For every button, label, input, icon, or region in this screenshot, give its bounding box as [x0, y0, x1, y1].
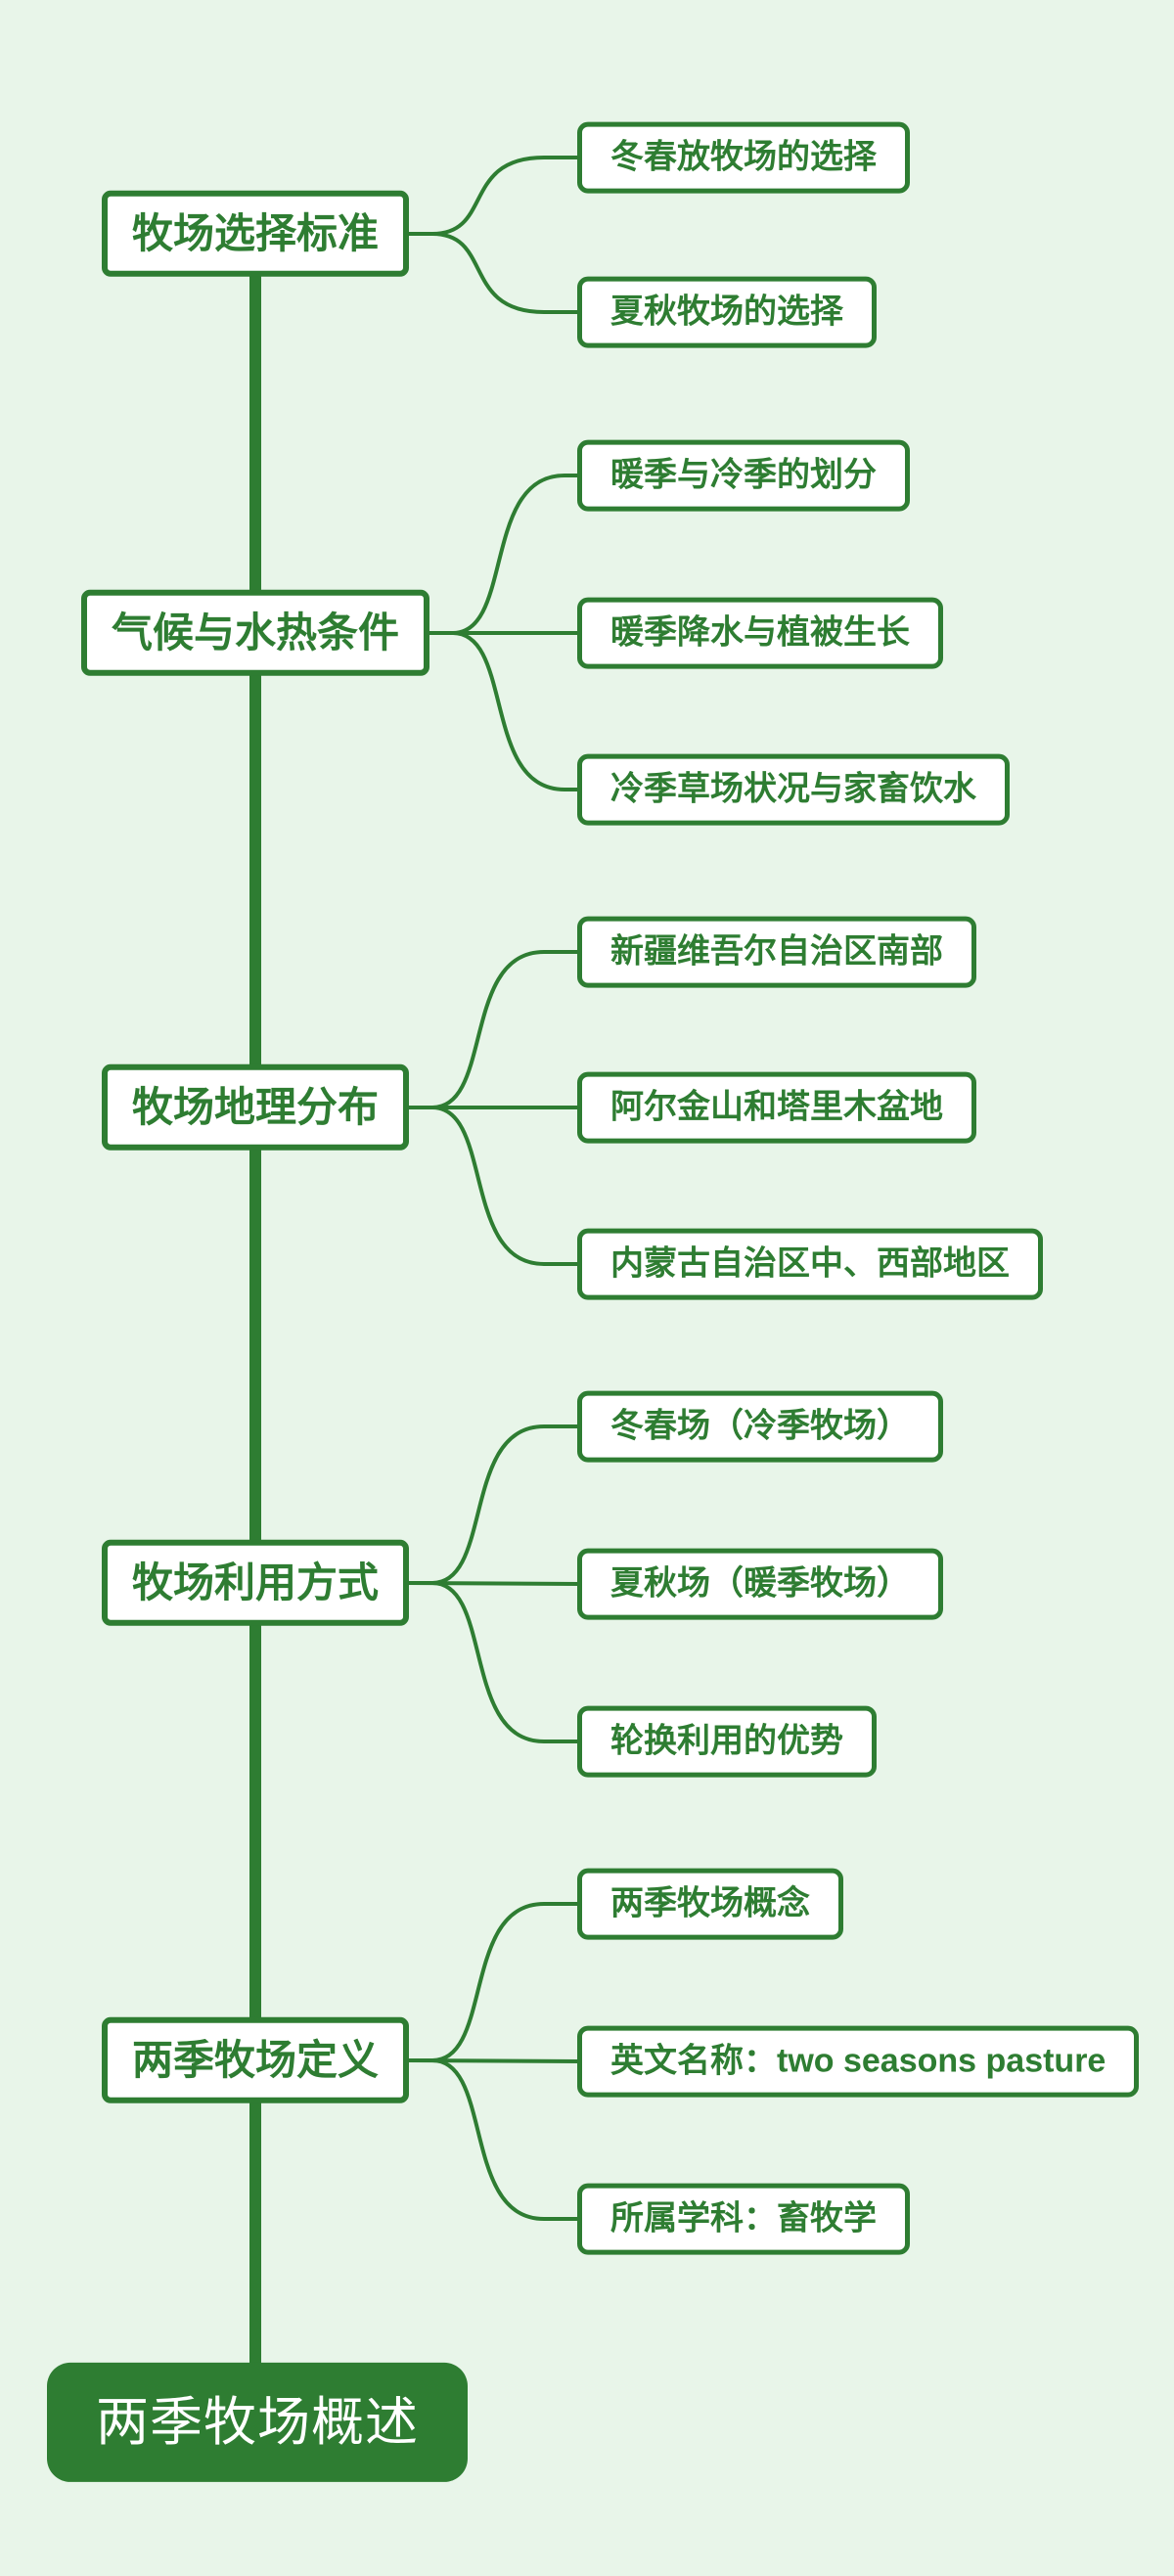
- subtopic-node[interactable]: 夏秋牧场的选择: [577, 276, 877, 348]
- subtopic-node[interactable]: 暖季与冷季的划分: [577, 439, 910, 512]
- subtopic-node[interactable]: 冷季草场状况与家畜饮水: [577, 753, 1010, 826]
- subtopic-node[interactable]: 轮换利用的优势: [577, 1705, 877, 1778]
- subtopic-node[interactable]: 两季牧场概念: [577, 1868, 843, 1940]
- connector-path: [405, 1581, 582, 1743]
- connector-path: [405, 2058, 582, 2221]
- connector-path: [405, 1902, 582, 2062]
- subtopic-node[interactable]: 内蒙古自治区中、西部地区: [577, 1228, 1043, 1300]
- connector-path: [405, 950, 582, 1109]
- topic-node[interactable]: 牧场利用方式: [101, 1539, 410, 1627]
- topic-node[interactable]: 两季牧场定义: [101, 2016, 410, 2104]
- subtopic-node[interactable]: 夏秋场（暖季牧场）: [577, 1548, 943, 1620]
- connector-path: [405, 232, 582, 314]
- subtopic-node[interactable]: 冬春放牧场的选择: [577, 121, 910, 194]
- topic-node[interactable]: 牧场地理分布: [101, 1063, 410, 1152]
- subtopic-node[interactable]: 英文名称：two seasons pasture: [577, 2025, 1140, 2098]
- root-node[interactable]: 两季牧场概述: [47, 2362, 468, 2483]
- topic-node[interactable]: 牧场选择标准: [101, 190, 410, 278]
- connector-path: [405, 1424, 582, 1585]
- connector-path: [405, 156, 582, 236]
- topic-node[interactable]: 气候与水热条件: [80, 589, 430, 677]
- subtopic-node[interactable]: 暖季降水与植被生长: [577, 597, 943, 669]
- subtopic-node[interactable]: 所属学科：畜牧学: [577, 2183, 910, 2255]
- subtopic-node[interactable]: 新疆维吾尔自治区南部: [577, 916, 976, 988]
- connector-path: [426, 631, 582, 791]
- connector-path: [426, 474, 582, 635]
- subtopic-node[interactable]: 冬春场（冷季牧场）: [577, 1390, 943, 1463]
- subtopic-node[interactable]: 阿尔金山和塔里木盆地: [577, 1071, 976, 1144]
- connector-path: [405, 1106, 582, 1266]
